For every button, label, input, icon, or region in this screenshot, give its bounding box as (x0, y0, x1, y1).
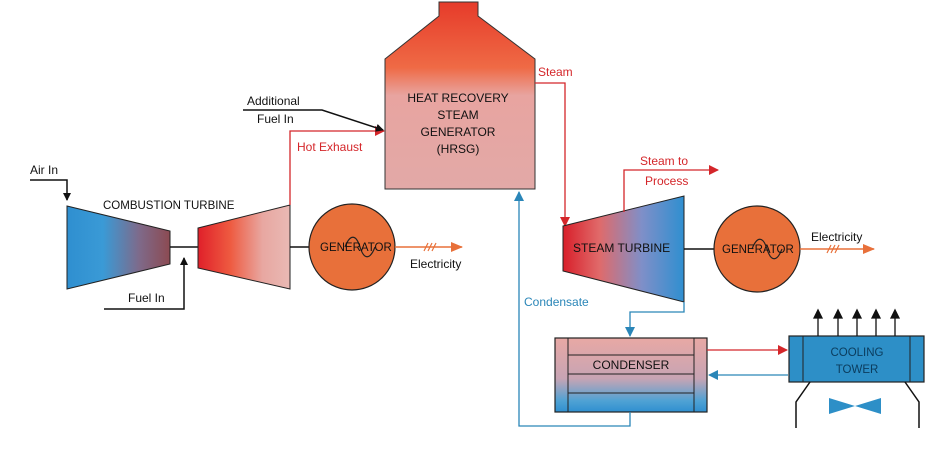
condenser-label: CONDENSER (593, 358, 670, 372)
electricity-2-label: Electricity (811, 230, 862, 244)
air-in-label: Air In (30, 163, 58, 177)
fuel-in-arrow (104, 257, 188, 310)
sine-icon (344, 236, 376, 258)
air-in-arrow (30, 179, 71, 201)
vapor-arrows-icon (812, 308, 901, 336)
hrsg-shape (384, 1, 536, 190)
additional-fuel-label-2: Fuel In (257, 112, 294, 126)
steam-turbine-label: STEAM TURBINE (573, 241, 670, 255)
electricity-1-arrow (395, 242, 463, 252)
steam-to-process-label-2: Process (645, 174, 688, 188)
condensate-line (514, 191, 631, 427)
condenser: CONDENSER (554, 337, 708, 413)
fan-icon (829, 398, 881, 414)
sine-icon (751, 238, 783, 260)
additional-fuel-arrow (243, 109, 384, 132)
combustion-turbine-shape (197, 204, 291, 290)
cooling-tower-legs (795, 381, 920, 428)
additional-fuel-label-1: Additional (247, 94, 300, 108)
steam-to-process-label-1: Steam to (640, 154, 688, 168)
generator-1: GENERATOR (308, 203, 396, 291)
hrsg-label-2: STEAM (437, 108, 478, 122)
electricity-1-label: Electricity (410, 257, 461, 271)
steam-to-process-line (623, 165, 719, 212)
cooling-tower-label-2: TOWER (836, 364, 879, 376)
cooling-tower: COOLING TOWER (788, 335, 925, 383)
hrsg-label-1: HEAT RECOVERY (407, 91, 508, 105)
hot-exhaust-line (289, 126, 385, 205)
hot-exhaust-label: Hot Exhaust (297, 140, 363, 154)
compressor-shape (66, 205, 171, 290)
steam-line (535, 82, 570, 227)
electricity-2-arrow (800, 244, 875, 254)
hrsg-label-3: GENERATOR (421, 125, 496, 139)
generator-1-label: GENERATOR (320, 242, 392, 254)
hrsg-label-4: (HRSG) (437, 142, 480, 156)
combustion-turbine-label: COMBUSTION TURBINE (103, 200, 235, 212)
turbine-to-condenser-line (625, 302, 685, 337)
generator-2: GENERATOR (713, 205, 801, 293)
condensate-label: Condensate (524, 295, 589, 309)
cooling-tower-label-1: COOLING (830, 347, 883, 359)
steam-label: Steam (538, 65, 573, 79)
fuel-in-label: Fuel In (128, 291, 165, 305)
generator-2-label: GENERATOR (722, 244, 794, 256)
